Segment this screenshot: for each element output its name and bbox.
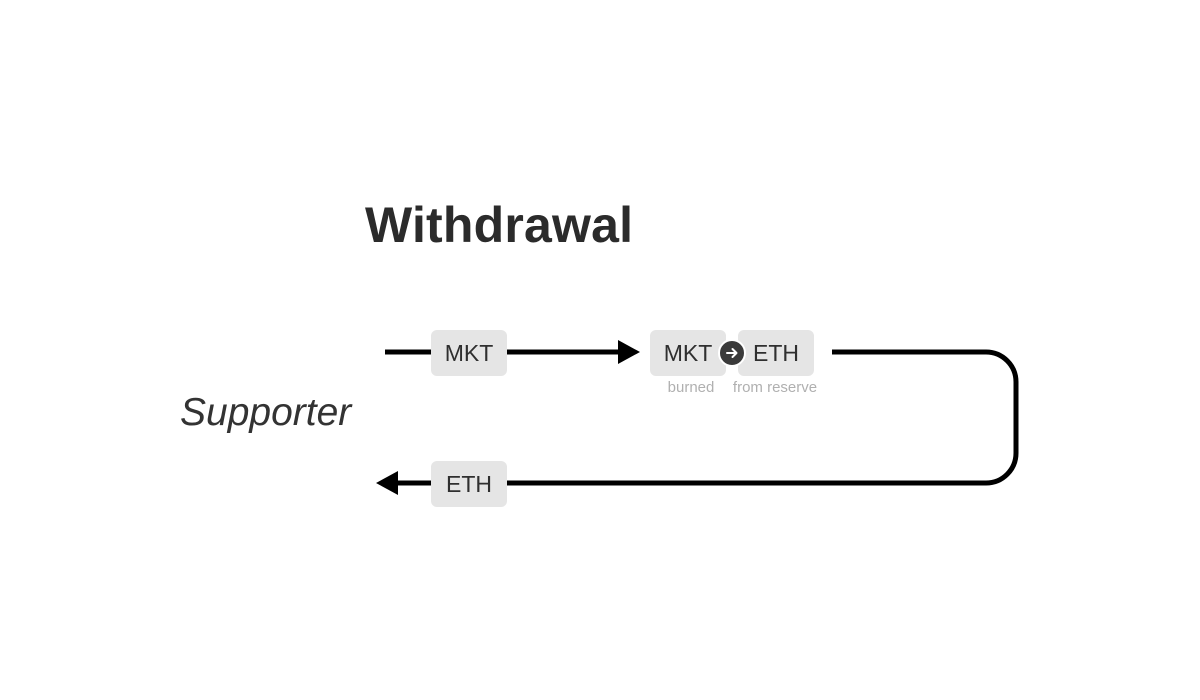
token-eth-received: ETH bbox=[431, 461, 507, 507]
token-eth-reserve: ETH bbox=[738, 330, 814, 376]
token-mkt-sent: MKT bbox=[431, 330, 507, 376]
return-loop-line bbox=[506, 349, 1019, 486]
caption-burned: burned bbox=[667, 379, 715, 396]
arrow-left-icon bbox=[376, 471, 398, 495]
arrow-right-icon bbox=[618, 340, 640, 364]
arrow-right-circle-icon bbox=[718, 339, 746, 367]
caption-from-reserve: from reserve bbox=[732, 379, 818, 396]
diagram-title: Withdrawal bbox=[365, 197, 634, 253]
token-mkt-burned: MKT bbox=[650, 330, 726, 376]
supporter-label: Supporter bbox=[180, 391, 352, 434]
